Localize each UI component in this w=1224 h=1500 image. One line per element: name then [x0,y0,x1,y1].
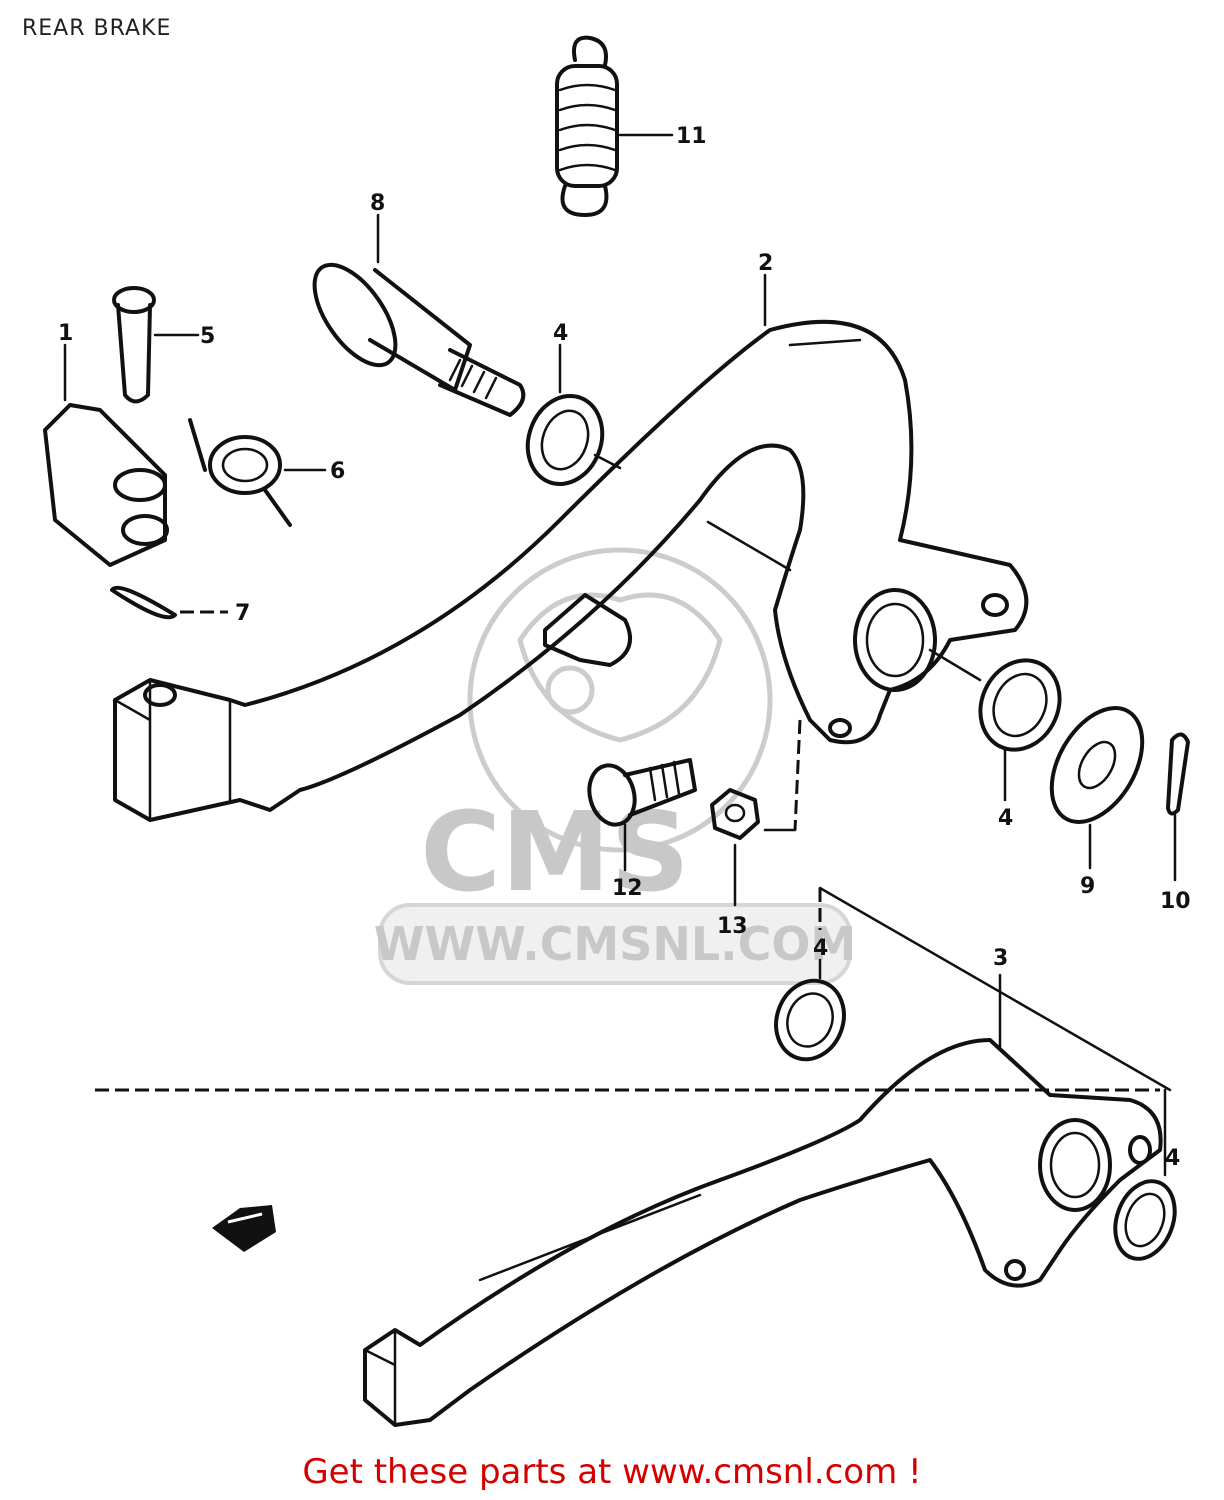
part-8-pivot-bolt [312,213,526,417]
callout-4-top: 4 [553,321,568,346]
front-direction-arrow [212,1205,276,1252]
callout-6: 6 [330,459,345,484]
part-11-return-spring [555,35,674,217]
callout-3: 3 [993,946,1008,971]
part-4-oil-seal-right [978,658,1062,802]
page-title: REAR BRAKE [22,16,172,41]
callout-4-right: 4 [998,806,1013,831]
callout-10: 10 [1160,889,1191,914]
callout-8: 8 [370,191,385,216]
cmsnl-watermark: CMS WWW.CMSNL.COM [374,547,857,985]
part-6-torsion-spring [188,418,327,527]
watermark-url: WWW.CMSNL.COM [374,917,857,971]
part-4-oil-seal-middle [774,888,846,1062]
callout-11: 11 [676,124,707,149]
part-13-nut [710,788,760,907]
callout-9: 9 [1080,874,1095,899]
part-10-cotter-pin [1166,732,1190,882]
part-12-bolt [587,758,697,872]
part-2-brake-pedal [113,273,1029,832]
part-7-cotter-pin [110,585,228,620]
callout-12: 12 [612,876,643,901]
call-to-action-link[interactable]: Get these parts at www.cmsnl.com ! [302,1452,922,1492]
part-5-clevis-pin [112,286,200,404]
callout-7: 7 [235,601,250,626]
part-3-brake-arm [95,886,1172,1427]
callout-4-lower: 4 [1165,1146,1180,1171]
callout-4-middle: 4 [813,936,828,961]
part-4-oil-seal-lower [1113,1179,1177,1261]
part-9-washer [1049,706,1145,870]
part-1-bracket [43,343,169,567]
callout-1: 1 [58,321,73,346]
callout-13: 13 [717,914,748,939]
part-4-oil-seal-top [525,343,622,487]
callout-5: 5 [200,324,215,349]
callout-2: 2 [758,251,773,276]
